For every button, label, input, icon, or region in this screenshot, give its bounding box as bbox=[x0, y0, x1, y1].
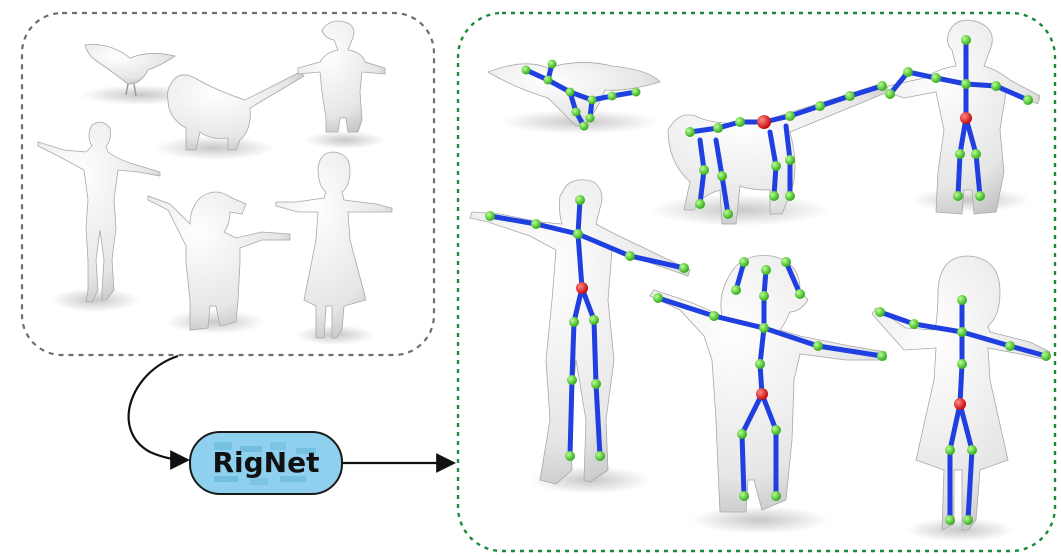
input-cat-mesh bbox=[155, 72, 304, 160]
input-to-rignet-arrow bbox=[129, 356, 186, 460]
output-meshes bbox=[470, 20, 1051, 542]
rignet-label: RigNet bbox=[212, 446, 319, 479]
output-cat bbox=[650, 84, 888, 226]
input-dog-mesh bbox=[148, 192, 290, 334]
input-girl-mesh bbox=[276, 152, 392, 345]
input-meshes bbox=[38, 21, 392, 345]
input-sailor-mesh bbox=[298, 21, 385, 149]
input-woman-mesh bbox=[38, 122, 160, 312]
rignet-module: RigNet bbox=[190, 432, 342, 494]
